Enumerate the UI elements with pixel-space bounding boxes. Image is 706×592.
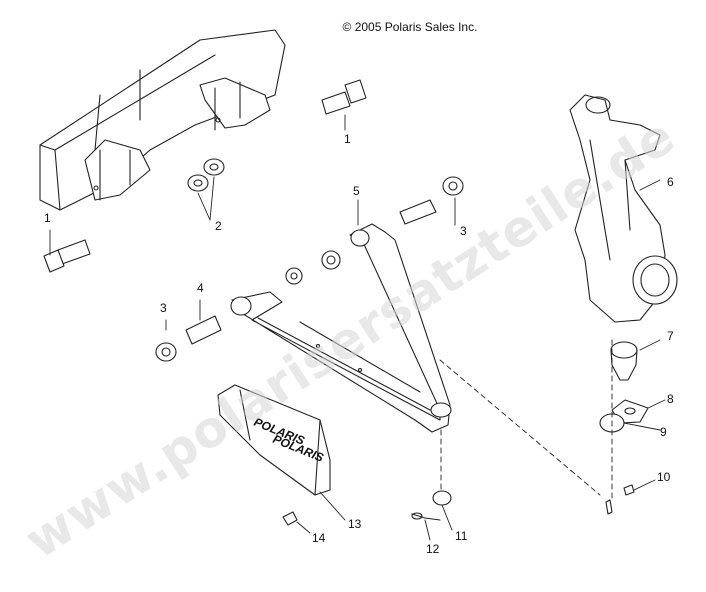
- copyright-text: © 2005 Polaris Sales Inc.: [342, 20, 478, 34]
- guard-bolt: [282, 511, 298, 526]
- castle-nut: [432, 490, 452, 506]
- frame-bracket: [39, 29, 286, 211]
- steering-knuckle: [569, 94, 678, 323]
- callout-12: 12: [426, 542, 440, 556]
- callout-6: 6: [667, 175, 674, 189]
- a-arm-guard: [217, 384, 331, 496]
- callout-9: 9: [660, 425, 667, 439]
- screw: [605, 484, 635, 515]
- bolt-upper: [321, 79, 367, 115]
- bushings-upper: [285, 176, 464, 285]
- callout-3-upper: 3: [460, 224, 467, 238]
- callout-3-lower: 3: [160, 301, 167, 315]
- callout-14: 14: [312, 531, 326, 545]
- callout-11: 11: [455, 529, 468, 543]
- callout-8: 8: [667, 392, 674, 406]
- callout-1-upper: 1: [344, 132, 351, 146]
- callout-7: 7: [667, 329, 674, 343]
- callout-4: 4: [197, 281, 204, 295]
- nuts: [187, 158, 225, 192]
- callout-2: 2: [215, 219, 222, 233]
- callout-13: 13: [348, 517, 362, 531]
- bolt-lower: [43, 239, 91, 273]
- callout-5: 5: [353, 184, 360, 198]
- a-arm: [230, 223, 452, 433]
- callout-10: 10: [657, 470, 671, 484]
- bushings-lower: [155, 315, 222, 362]
- cotter-pin: [411, 512, 441, 521]
- ball-joint: [610, 341, 638, 381]
- callout-1-lower: 1: [44, 211, 51, 225]
